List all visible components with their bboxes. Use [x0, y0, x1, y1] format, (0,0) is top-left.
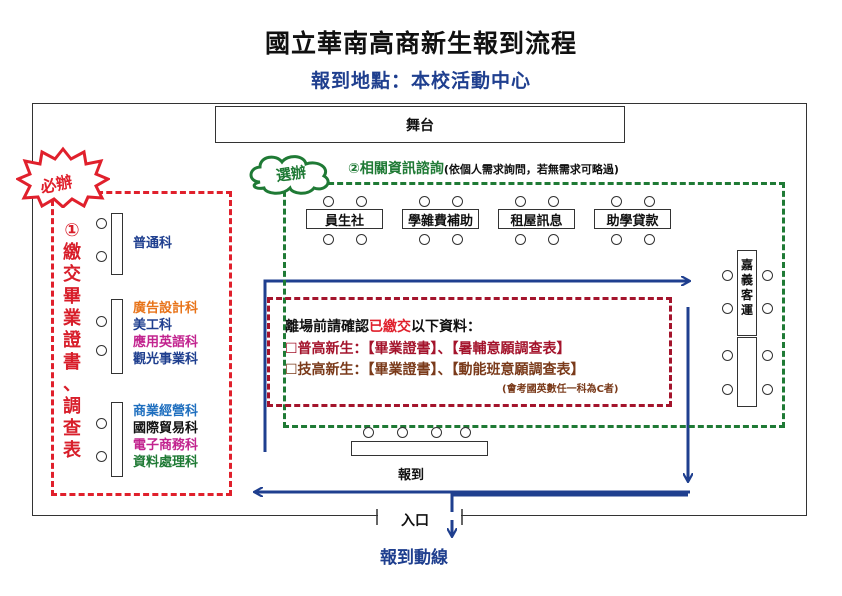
desk: [111, 299, 123, 374]
info-table-label: 助學貸款: [594, 209, 671, 229]
bus-char: 嘉: [740, 258, 753, 272]
confirm-note: (會考國英數任一科為C者): [502, 384, 619, 395]
dept-label: 資料處理科: [133, 455, 199, 470]
optional-zone: [283, 182, 785, 428]
seat: [431, 427, 442, 438]
step-char: 業: [63, 308, 81, 329]
bus-char: 運: [740, 303, 753, 317]
dept-label: 國際貿易科: [133, 421, 199, 436]
dept-label: 觀光事業科: [133, 352, 199, 367]
seat: [96, 418, 107, 429]
checkin-desk: [351, 441, 488, 456]
seat: [762, 350, 773, 361]
confirm-vocational: ☐技高新生：【畢業證書】、【動能班意願調查表】: [285, 362, 585, 378]
seat: [460, 427, 471, 438]
desk: [111, 213, 123, 275]
confirm-intro-highlight: 已繳交: [369, 319, 411, 335]
seat: [762, 270, 773, 281]
seat: [722, 303, 733, 314]
step-char: 畢: [63, 286, 81, 307]
seat: [611, 234, 622, 245]
dept-label: 廣告設計科: [133, 301, 199, 316]
seat: [515, 234, 526, 245]
entrance-label: 入口: [401, 513, 429, 529]
confirm-intro-suffix: 以下資料：: [411, 319, 481, 335]
confirm-intro-prefix: 離場前請確認: [285, 319, 369, 335]
dept-label: 美工科: [133, 318, 173, 333]
seat: [96, 316, 107, 327]
seat: [452, 234, 463, 245]
step-char: 交: [63, 264, 81, 285]
bus-booth-label: 嘉 義 客 運: [739, 258, 755, 318]
flow-label: 報到動線: [380, 548, 448, 568]
bus-booth-desk: [737, 250, 757, 336]
seat: [96, 218, 107, 229]
flow-arrow-entrance: [450, 493, 688, 527]
seat: [722, 270, 733, 281]
info-table-label: 員生社: [306, 209, 383, 229]
seat: [96, 451, 107, 462]
dept-label: 商業經營科: [133, 404, 199, 419]
bus-char: 客: [740, 288, 753, 302]
optional-title: ②相關資訊諮詢: [348, 161, 444, 177]
confirm-intro: 離場前請確認已繳交以下資料：: [285, 316, 481, 336]
seat: [722, 384, 733, 395]
flow-arrow-top: [263, 281, 688, 452]
seat: [96, 251, 107, 262]
seat: [515, 196, 526, 207]
seat: [323, 196, 334, 207]
seat: [762, 384, 773, 395]
seat: [356, 196, 367, 207]
seat: [644, 196, 655, 207]
required-number: ①: [64, 220, 80, 241]
bus-char: 義: [740, 273, 753, 287]
seat: [762, 303, 773, 314]
step-char: 表: [63, 440, 81, 461]
step-char: 查: [63, 418, 81, 439]
step-char: 書: [63, 352, 81, 373]
info-table-label: 學雜費補助: [402, 209, 479, 229]
dept-label: 普通科: [133, 236, 173, 251]
seat: [548, 196, 559, 207]
seat: [96, 345, 107, 356]
optional-note: (依個人需求詢問，若無需求可略過): [443, 163, 619, 176]
checkin-label: 報到: [398, 468, 425, 483]
stage: 舞台: [215, 106, 625, 143]
step-char: 、: [63, 374, 81, 395]
seat: [452, 196, 463, 207]
required-zone: [51, 191, 232, 496]
confirm-box: [267, 297, 672, 407]
bus-booth-desk-lower: [737, 337, 757, 407]
seat: [397, 427, 408, 438]
dept-label: 電子商務科: [133, 438, 199, 453]
seat: [644, 234, 655, 245]
required-badge-burst: [16, 146, 110, 208]
seat: [419, 196, 430, 207]
seat: [356, 234, 367, 245]
desk: [111, 402, 123, 477]
step-char: 繳: [63, 242, 81, 263]
seat: [363, 427, 374, 438]
page-title: 國立華南高商新生報到流程: [264, 29, 577, 58]
optional-badge-cloud: [249, 155, 330, 195]
page-subtitle: 報到地點：本校活動中心: [310, 70, 531, 92]
seat: [419, 234, 430, 245]
required-steps-vertical: 繳 交 畢 業 證 書 、 調 查 表: [61, 242, 83, 462]
step-char: 證: [63, 330, 81, 351]
dept-label: 應用英語科: [133, 335, 199, 350]
seat: [722, 350, 733, 361]
optional-header: ②相關資訊諮詢(依個人需求詢問，若無需求可略過): [348, 158, 619, 178]
seat: [323, 234, 334, 245]
optional-badge-text: 選辦: [274, 162, 308, 185]
info-table-label: 租屋訊息: [498, 209, 575, 229]
seat: [611, 196, 622, 207]
confirm-general: ☐普高新生：【畢業證書】、【暑輔意願調查表】: [285, 341, 571, 357]
step-char: 調: [63, 396, 81, 417]
seat: [548, 234, 559, 245]
